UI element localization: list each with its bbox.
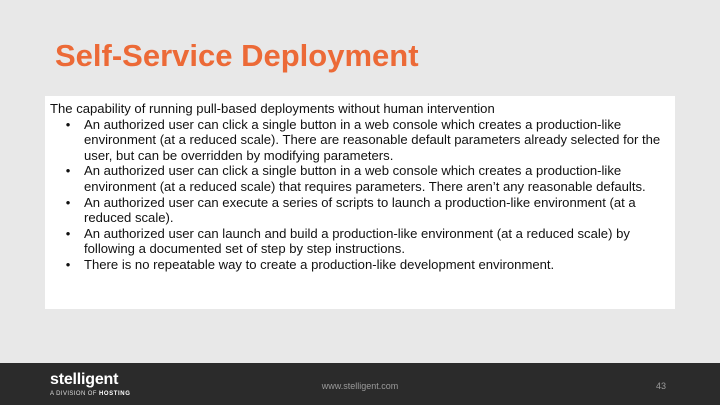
bullet-marker: • [65, 116, 71, 132]
company-logo: stelligent A DIVISION OF HOSTING [50, 371, 131, 399]
bullet-text: An authorized user can execute a series … [84, 194, 636, 226]
bullet-text: An authorized user can launch and build … [84, 225, 630, 257]
logo-division-text: A DIVISION OF [50, 391, 97, 397]
bullet-item: • An authorized user can execute a serie… [50, 195, 669, 226]
logo-brand-text: HOSTING [98, 391, 131, 397]
bullet-text: An authorized user can click a single bu… [84, 163, 646, 194]
footer-bar: stelligent A DIVISION OF HOSTING www.ste… [0, 363, 720, 405]
bullet-item: • An authorized user can click a single … [50, 163, 669, 194]
bullet-item: • There is no repeatable way to create a… [50, 257, 669, 273]
page-number: 43 [655, 381, 666, 391]
bullet-list: • An authorized user can click a single … [50, 117, 669, 273]
logo-wordmark: stelligent [50, 371, 119, 388]
bullet-item: • An authorized user can click a single … [50, 117, 669, 164]
intro-text: The capability of running pull-based dep… [50, 101, 495, 116]
footer-url: www.stelligent.com [321, 381, 399, 391]
bullet-item: • An authorized user can launch and buil… [50, 226, 669, 257]
bullet-marker: • [65, 256, 71, 272]
bullet-marker: • [65, 163, 71, 179]
slide-title: Self-Service Deployment [55, 38, 419, 73]
content-box: The capability of running pull-based dep… [45, 96, 675, 309]
bullet-text: There is no repeatable way to create a p… [84, 256, 555, 272]
logo-tagline: A DIVISION OF HOSTING [50, 390, 131, 399]
bullet-marker: • [65, 194, 71, 210]
bullet-marker: • [65, 225, 71, 241]
bullet-text: An authorized user can click a single bu… [84, 116, 661, 163]
